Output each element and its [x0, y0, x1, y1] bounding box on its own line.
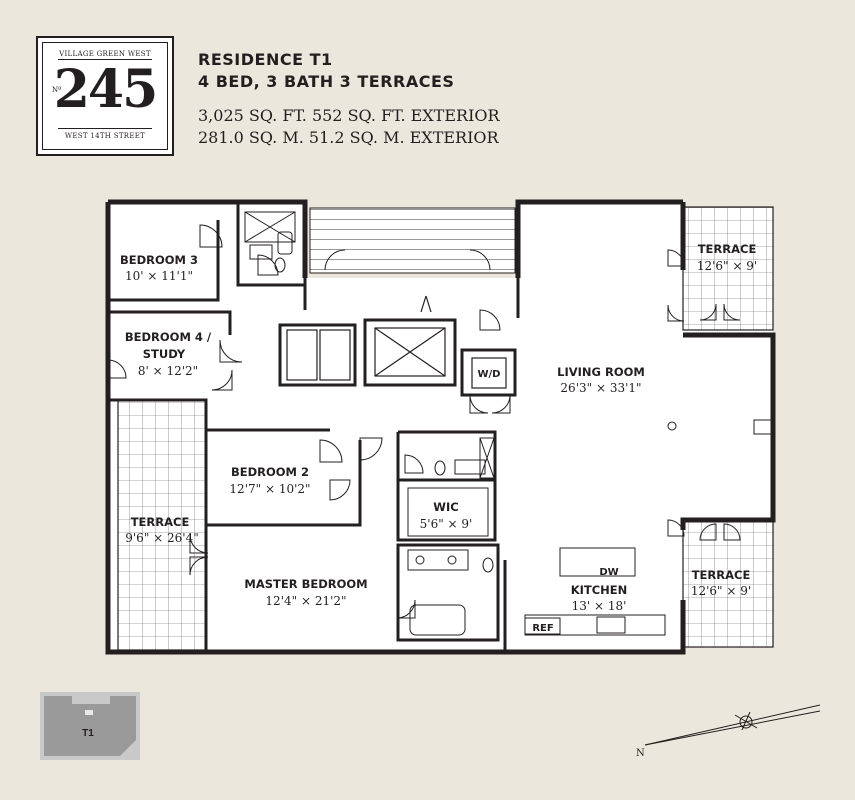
kitchen-dim: 13' × 18' [572, 599, 627, 613]
building-logo: VILLAGE GREEN WEST Nº 245 WEST 14TH STRE… [36, 36, 174, 156]
key-plan: T1 [40, 692, 140, 760]
compass-icon: N [636, 704, 821, 759]
residence-title: RESIDENCE T1 [198, 50, 333, 69]
terrace-bottom-dim: 12'6" × 9' [691, 584, 751, 598]
refrigerator-label: REF [532, 623, 553, 634]
wic-label: WIC [433, 500, 458, 514]
living-room-dim: 26'3" × 33'1" [560, 381, 641, 395]
logo-rule-bottom [58, 128, 152, 129]
elevator-core [286, 327, 507, 389]
living-room-label: LIVING ROOM [557, 365, 645, 379]
wic-dim: 5'6" × 9' [420, 517, 473, 531]
logo-rule-top [58, 59, 152, 60]
terrace-bottom-right [682, 519, 774, 648]
kitchen-fixtures [524, 419, 775, 636]
stair-arrow [420, 295, 432, 313]
interior-walls [108, 202, 520, 652]
bedroom2-label: BEDROOM 2 [231, 465, 309, 479]
bedroom4-label-line2: STUDY [143, 347, 186, 361]
terrace-left-dim: 9'6" × 26'4" [125, 531, 199, 545]
logo-bottom-text: WEST 14TH STREET [64, 132, 146, 140]
bedroom3-label: BEDROOM 3 [120, 253, 198, 267]
key-plan-label: T1 [82, 728, 94, 739]
bedroom3-dim: 10' × 11'1" [125, 269, 193, 283]
master-bedroom-label: MASTER BEDROOM [244, 577, 367, 591]
interior-floor [108, 202, 773, 652]
stair-balcony [309, 207, 516, 274]
logo-inner-frame [42, 42, 168, 150]
logo-number: 245 [53, 59, 159, 120]
wd-label: W/D [478, 369, 501, 380]
exterior-walls [105, 199, 776, 655]
compass-label: N [636, 748, 645, 759]
bathroom-fixtures [244, 211, 495, 636]
bedroom4-label-line1: BEDROOM 4 / [125, 330, 212, 344]
terrace-top-right [682, 206, 774, 331]
area-imperial: 3,025 SQ. FT. 552 SQ. FT. EXTERIOR [198, 106, 500, 125]
terrace-bottom-label: TERRACE [692, 568, 751, 582]
master-bedroom-dim: 12'4" × 21'2" [265, 594, 346, 608]
terrace-left-label: TERRACE [131, 515, 190, 529]
residence-subtitle: 4 BED, 3 BATH 3 TERRACES [198, 72, 455, 91]
kitchen-label: KITCHEN [571, 583, 628, 597]
door-swings [107, 224, 741, 619]
area-metric: 281.0 SQ. M. 51.2 SQ. M. EXTERIOR [198, 128, 499, 147]
terrace-top-dim: 12'6" × 9' [697, 259, 757, 273]
bedroom4-dim: 8' × 12'2" [138, 364, 198, 378]
dishwasher-label: DW [599, 567, 618, 578]
logo-top-text: VILLAGE GREEN WEST [59, 50, 151, 58]
bedroom2-dim: 12'7" × 10'2" [229, 482, 310, 496]
logo-number-prefix: Nº [52, 86, 62, 94]
terrace-top-label: TERRACE [698, 242, 757, 256]
